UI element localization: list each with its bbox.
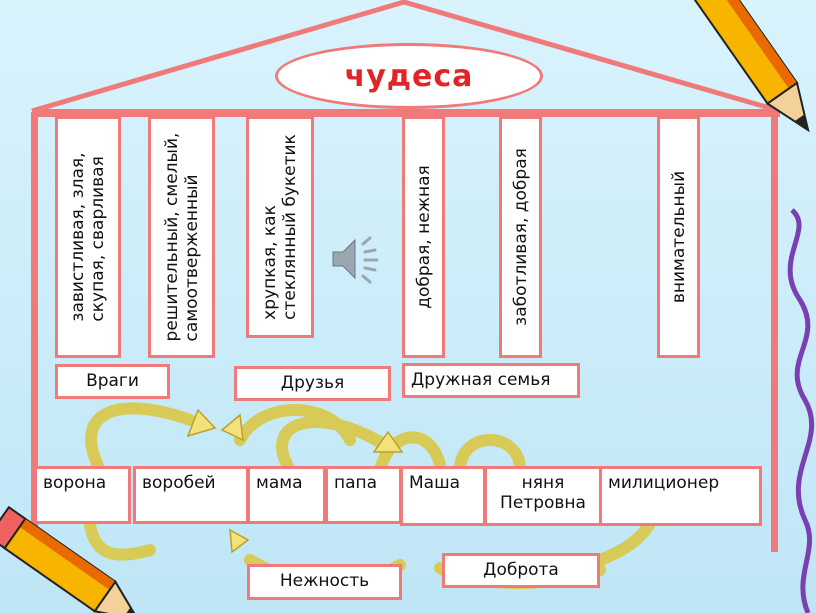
pencil-icon-top [680,0,810,133]
column-6-text: внимательный [668,170,689,304]
character-mother: мама [247,466,326,524]
roof-band [32,109,780,117]
group-family: Дружная семья [402,363,580,398]
sound-icon-graphic [332,236,379,284]
quality-kindness: Доброта [442,553,600,588]
pencil-icon-bottom [0,505,140,613]
wavy-line [787,208,815,613]
left-wall [31,112,38,552]
group-friends: Друзья [234,366,391,401]
column-3-text: хрупкая, как стеклянный букетик [260,134,300,320]
character-masha: Маша [400,466,486,526]
character-crow: ворона [34,466,131,524]
column-4-text: добрая, нежная [413,165,434,309]
quality-tenderness: Нежность [247,564,402,600]
column-1: завистливая, злая, скупая, сварливая [55,116,121,358]
character-nanny: няня Петровна [484,466,602,526]
roof-line [31,0,781,114]
title-text: чудеса [344,58,474,94]
column-1-text: завистливая, злая, скупая, сварливая [68,152,108,322]
character-policeman: милиционер [599,466,762,526]
column-4: добрая, нежная [402,116,445,358]
title-ellipse: чудеса [275,43,543,109]
column-3: хрупкая, как стеклянный букетик [246,116,314,338]
column-5: заботливая, добрая [499,116,542,358]
group-enemies: Враги [55,364,170,399]
character-father: папа [325,466,402,524]
column-6: внимательный [657,116,700,358]
character-sparrow: воробей [133,466,249,524]
column-2-text: решительный, смелый, самоотверженный [161,132,202,342]
column-5-text: заботливая, добрая [510,148,531,326]
right-wall [771,112,778,552]
column-2: решительный, смелый, самоотверженный [148,116,215,358]
